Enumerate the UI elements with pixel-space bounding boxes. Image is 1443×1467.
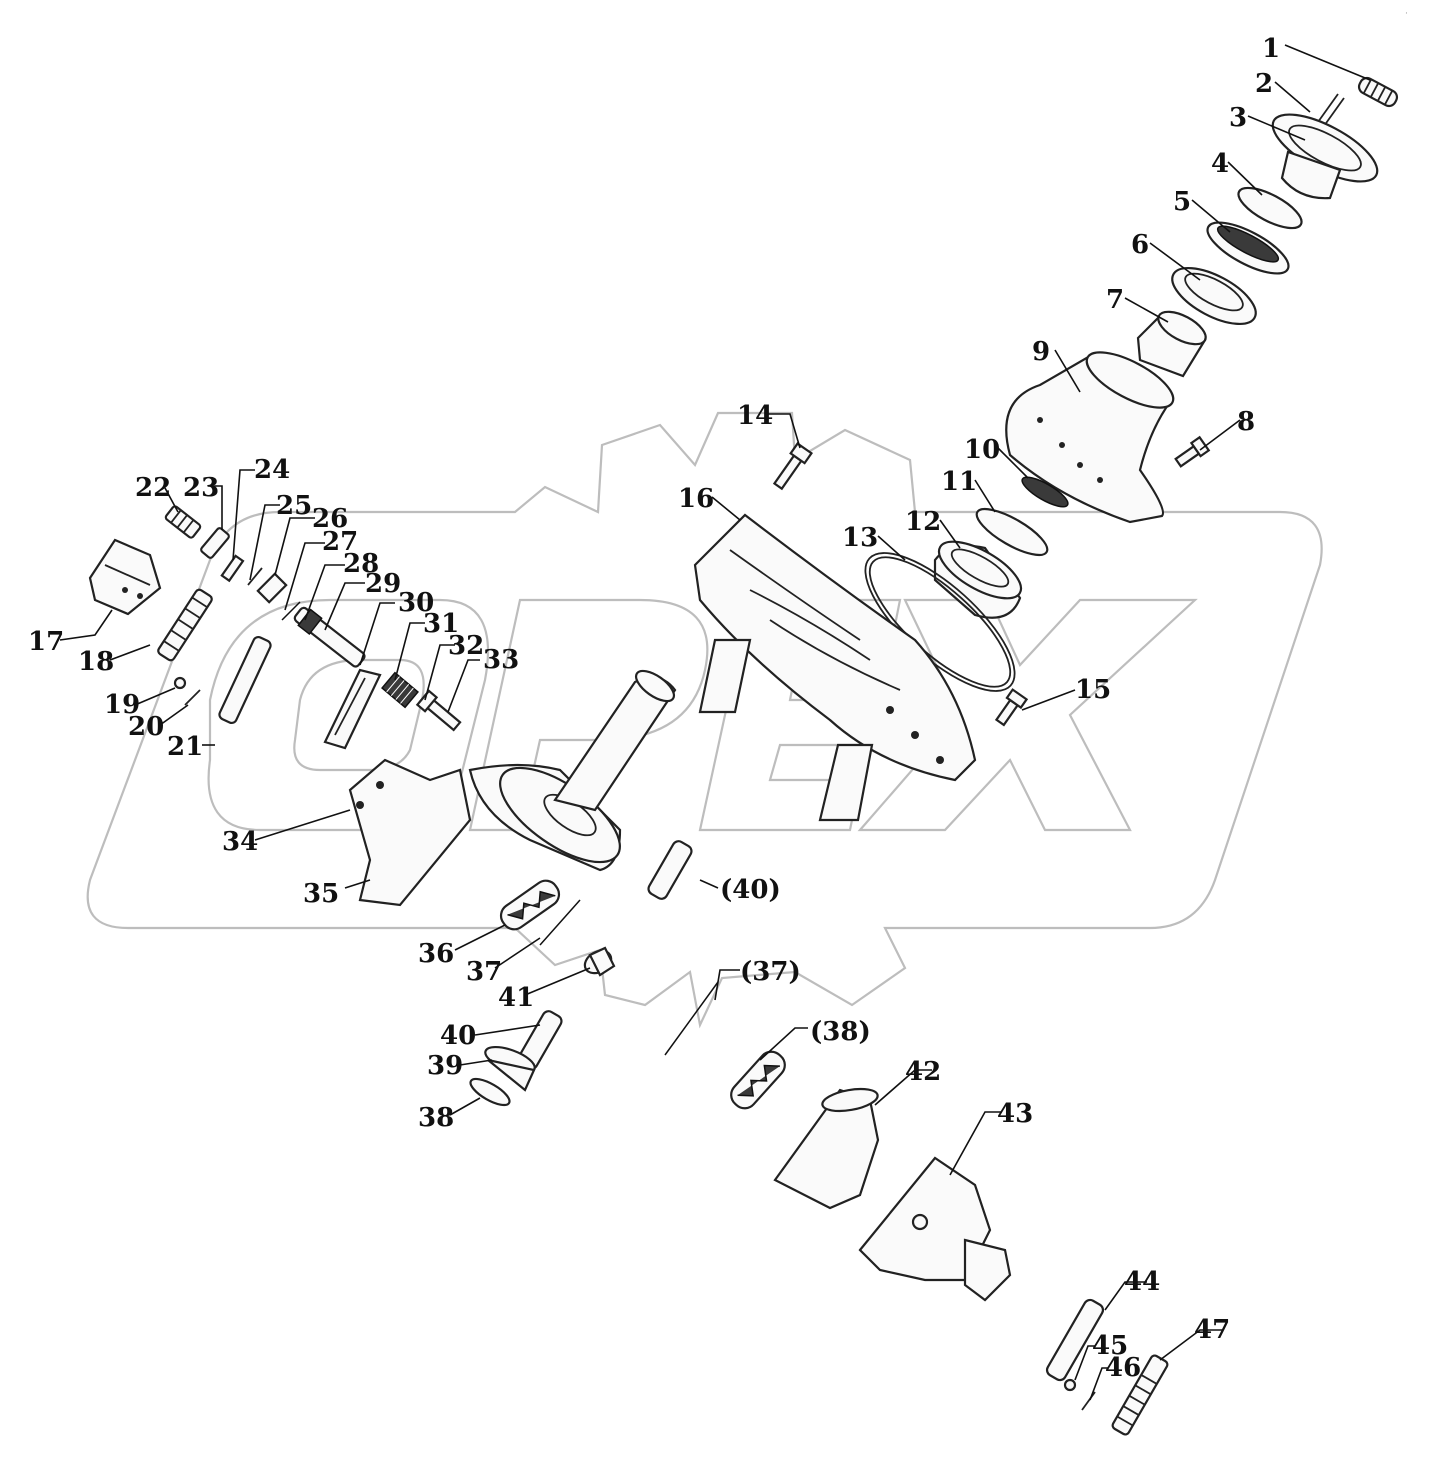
callout-15: 15	[1075, 675, 1111, 705]
part-8	[1174, 435, 1211, 468]
callout-14: 14	[737, 401, 773, 431]
part-38-b	[730, 1050, 786, 1110]
callout-46: 46	[1105, 1353, 1141, 1383]
callout-37-paren: (37)	[740, 957, 801, 987]
part-6	[1171, 267, 1257, 325]
part-12	[933, 540, 1023, 619]
callout-12: 12	[905, 507, 941, 537]
part-1	[1357, 76, 1399, 108]
part-22	[164, 505, 202, 539]
callout-34: 34	[222, 827, 258, 857]
part-14	[772, 442, 813, 491]
part-26	[256, 572, 288, 604]
callout-10: 10	[964, 435, 1000, 465]
part-31	[381, 671, 419, 709]
callout-6: 6	[1131, 230, 1149, 260]
part-46	[1081, 1391, 1096, 1411]
callout-29: 29	[365, 569, 401, 599]
part-7	[1136, 310, 1207, 378]
corner-mark: ·	[1405, 9, 1408, 19]
part-38-lower	[469, 1077, 511, 1107]
callout-40-paren: (40)	[720, 875, 781, 905]
callout-7: 7	[1106, 285, 1124, 315]
callout-26: 26	[312, 504, 348, 534]
callout-25: 25	[276, 491, 312, 521]
part-37	[539, 899, 581, 946]
callout-labels: 1 2 3 4 5 6 7 8 9 10 11 12 13 14 15 16 1…	[28, 34, 1280, 1383]
callout-22: 22	[135, 473, 171, 503]
callout-2: 2	[1255, 69, 1273, 99]
callout-19: 19	[104, 690, 140, 720]
part-18	[157, 588, 213, 662]
callout-47: 47	[1194, 1315, 1230, 1345]
callout-13: 13	[842, 523, 878, 553]
callout-42: 42	[905, 1057, 941, 1087]
callout-40: 40	[440, 1021, 476, 1051]
callout-30: 30	[398, 588, 434, 618]
callout-28: 28	[343, 549, 379, 579]
part-32-33	[415, 689, 462, 732]
callout-24: 24	[254, 455, 290, 485]
part-19	[173, 676, 187, 690]
part-20	[184, 689, 201, 706]
callout-32: 32	[448, 631, 484, 661]
callout-18: 18	[78, 647, 114, 677]
callout-38: 38	[418, 1103, 454, 1133]
part-42	[773, 1087, 880, 1210]
part-43	[858, 1156, 1012, 1302]
part-34-35	[348, 669, 677, 907]
part-10	[1021, 476, 1069, 508]
part-41	[583, 946, 616, 977]
callout-31: 31	[423, 609, 459, 639]
callout-20: 20	[128, 712, 164, 742]
part-40-upper	[647, 840, 693, 900]
callout-17: 17	[28, 627, 64, 657]
part-16	[693, 513, 977, 822]
part-27	[281, 601, 301, 621]
part-24	[220, 554, 245, 583]
part-30	[323, 668, 382, 750]
callout-41: 41	[498, 983, 534, 1013]
callout-43: 43	[997, 1099, 1033, 1129]
callout-45: 45	[1092, 1331, 1128, 1361]
part-45	[1063, 1378, 1077, 1392]
callout-3: 3	[1229, 103, 1247, 133]
callout-5: 5	[1173, 187, 1191, 217]
callout-27: 27	[322, 527, 358, 557]
callout-1: 1	[1262, 34, 1280, 64]
callout-23: 23	[183, 473, 219, 503]
callout-38-paren: (38)	[810, 1017, 871, 1047]
part-2-3	[1271, 93, 1379, 200]
callout-11: 11	[941, 467, 977, 497]
part-25	[247, 567, 263, 586]
part-23	[200, 527, 230, 559]
part-37-b	[664, 981, 719, 1056]
callout-44: 44	[1124, 1267, 1160, 1297]
callout-21: 21	[167, 732, 203, 762]
callout-4: 4	[1211, 149, 1229, 179]
part-36	[499, 879, 561, 931]
part-9	[1005, 351, 1175, 524]
callout-39: 39	[427, 1051, 463, 1081]
callout-8: 8	[1237, 407, 1255, 437]
callout-37: 37	[466, 957, 502, 987]
part-5	[1206, 221, 1290, 275]
part-39	[484, 1045, 536, 1092]
callout-35: 35	[303, 879, 339, 909]
part-28-29	[293, 606, 366, 668]
callout-9: 9	[1032, 337, 1050, 367]
callout-36: 36	[418, 939, 454, 969]
callout-33: 33	[483, 645, 519, 675]
part-15	[994, 688, 1029, 727]
part-44	[1045, 1298, 1105, 1382]
part-4	[1237, 186, 1303, 230]
callout-16: 16	[678, 484, 714, 514]
part-17	[88, 538, 162, 616]
part-21	[218, 635, 272, 725]
part-11	[975, 507, 1049, 557]
leader-lines	[59, 44, 1371, 1401]
